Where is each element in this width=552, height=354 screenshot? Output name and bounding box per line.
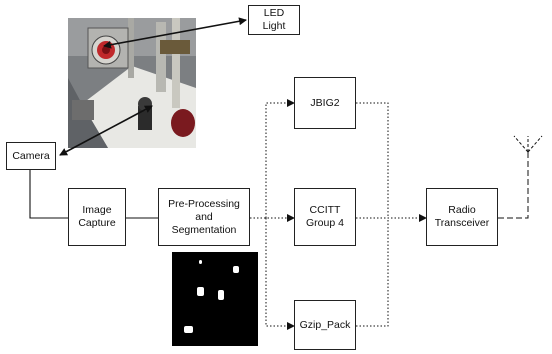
camera-box: Camera [6, 142, 56, 170]
camera-link-arrow [59, 105, 153, 156]
branch-to-gzip-line [265, 218, 295, 330]
branch-to-jbig2-line [265, 99, 295, 218]
segmented-binary-image [172, 252, 258, 346]
gzip-to-merge-line [356, 218, 389, 327]
gzip-pack-box: Gzip_Pack [294, 300, 356, 350]
radio-to-antenna-line [498, 152, 529, 219]
radio-transceiver-box: Radio Transceiver [426, 188, 498, 246]
jbig2-box: JBIG2 [294, 77, 356, 129]
led-link-arrow [103, 17, 247, 49]
image-capture-box: Image Capture [68, 188, 126, 246]
preprocessing-box: Pre-Processing and Segmentation [158, 188, 250, 246]
antenna-icon [513, 135, 543, 153]
jbig2-to-merge-line [356, 102, 389, 218]
led-light-box: LED Light [248, 5, 300, 35]
ccitt-group4-box: CCITT Group 4 [294, 188, 356, 246]
camera-to-capture-line [29, 170, 68, 219]
